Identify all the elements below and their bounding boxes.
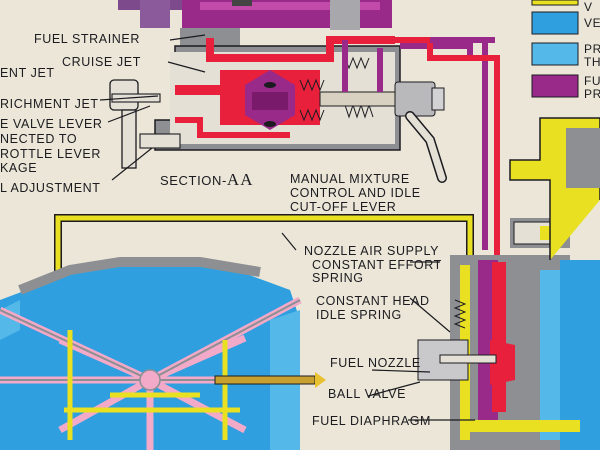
- label-kage: KAGE: [0, 161, 38, 175]
- label-fuel-strainer: FUEL STRAINER: [34, 32, 140, 46]
- section-title: SECTION-AA: [160, 170, 254, 189]
- legend-text-1: VE: [584, 16, 600, 30]
- section-letters: AA: [226, 170, 254, 189]
- label-throttle-lever: ROTTLE LEVER: [0, 147, 101, 161]
- label-constant-effort-2: SPRING: [312, 271, 364, 285]
- label-ent-jet: ENT JET: [0, 66, 55, 80]
- regulator-body: [417, 117, 600, 450]
- label-manual-mixture-1: MANUAL MIXTURE: [290, 172, 410, 186]
- label-ball-valve: BALL VALVE: [328, 387, 407, 401]
- label-manual-mixture-2: CONTROL AND IDLE: [290, 186, 421, 200]
- label-constant-head-1: CONSTANT HEAD: [316, 294, 430, 308]
- label-constant-head-2: IDLE SPRING: [316, 308, 402, 322]
- label-manual-mixture-3: CUT-OFF LEVER: [290, 200, 397, 214]
- label-constant-effort-1: CONSTANT EFFORT: [312, 258, 442, 272]
- label-fuel-diaphragm: FUEL DIAPHRAGM: [312, 414, 432, 428]
- label-richment-jet: RICHMENT JET: [0, 97, 99, 111]
- label-nozzle-air-supply: NOZZLE AIR SUPPLY: [304, 244, 440, 258]
- top-fitting: [118, 0, 392, 46]
- legend-text-2a: PR: [584, 42, 600, 56]
- red-fuel-line: [395, 37, 500, 260]
- legend-text-0: V: [584, 0, 593, 14]
- label-valve-lever: E VALVE LEVER: [0, 117, 103, 131]
- legend-text-3a: FU: [584, 74, 600, 88]
- label-connected-to: NECTED TO: [0, 132, 78, 146]
- section-aa-body: [154, 36, 445, 151]
- mixture-lever: [405, 111, 447, 183]
- label-fuel-nozzle: FUEL NOZZLE: [330, 356, 421, 370]
- label-adjustment: L ADJUSTMENT: [0, 181, 101, 195]
- fuel-nozzle: [214, 372, 326, 388]
- legend-text-3b: PR: [584, 87, 600, 101]
- section-prefix: SECTION-: [160, 173, 227, 188]
- legend-text-2b: TH: [584, 55, 600, 69]
- label-cruise-jet: CRUISE JET: [62, 55, 141, 69]
- leader-lines: [99, 34, 475, 421]
- throttle-lever-assembly: [109, 79, 181, 169]
- legend-swatches: [531, 0, 579, 98]
